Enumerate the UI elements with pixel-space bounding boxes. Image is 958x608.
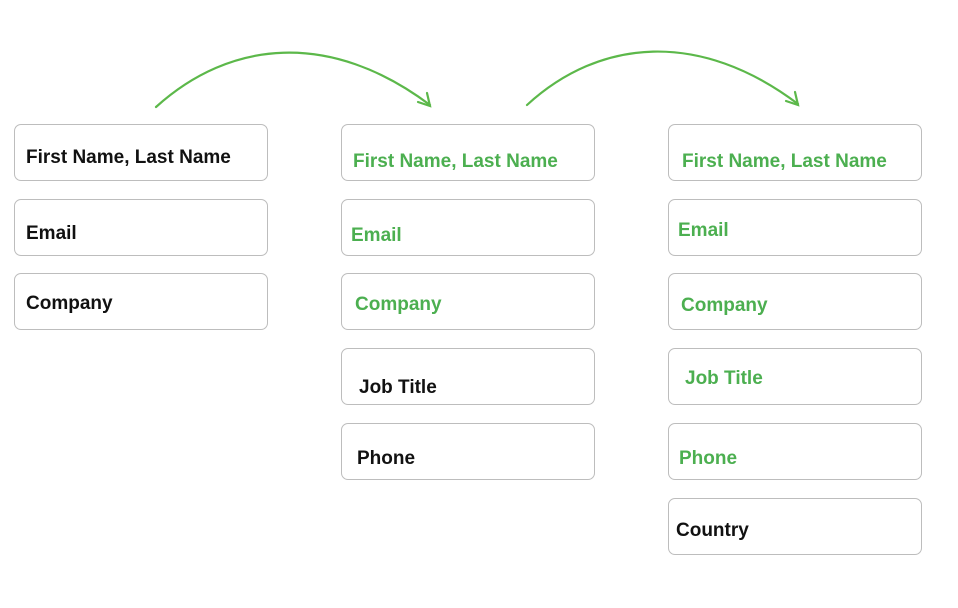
field-label: Company — [355, 294, 442, 315]
field-label: Job Title — [359, 377, 437, 398]
field-label: Phone — [679, 448, 738, 469]
field-job-title: Job Title — [341, 348, 595, 405]
field-first-last-name: First Name, Last Name — [341, 124, 595, 181]
field-job-title: Job Title — [668, 348, 922, 405]
field-label: First Name, Last Name — [26, 147, 231, 168]
field-label: Phone — [357, 448, 416, 469]
field-label: Email — [351, 225, 402, 246]
field-label: Email — [678, 220, 729, 241]
field-label: Company — [681, 295, 768, 316]
field-email: Email — [341, 199, 595, 256]
field-first-last-name: First Name, Last Name — [668, 124, 922, 181]
field-company: Company — [14, 273, 268, 330]
field-company: Company — [668, 273, 922, 330]
field-email: Email — [14, 199, 268, 256]
curved-arrow-icon — [525, 50, 800, 107]
field-first-last-name: First Name, Last Name — [14, 124, 268, 181]
field-label: First Name, Last Name — [682, 151, 887, 172]
field-phone: Phone — [341, 423, 595, 480]
field-label: Company — [26, 293, 113, 314]
field-label: Job Title — [685, 368, 763, 389]
field-phone: Phone — [668, 423, 922, 480]
field-label: Country — [676, 520, 749, 541]
field-company: Company — [341, 273, 595, 330]
field-email: Email — [668, 199, 922, 256]
field-country: Country — [668, 498, 922, 555]
field-label: Email — [26, 223, 77, 244]
field-label: First Name, Last Name — [353, 151, 558, 172]
curved-arrow-icon — [154, 51, 432, 109]
